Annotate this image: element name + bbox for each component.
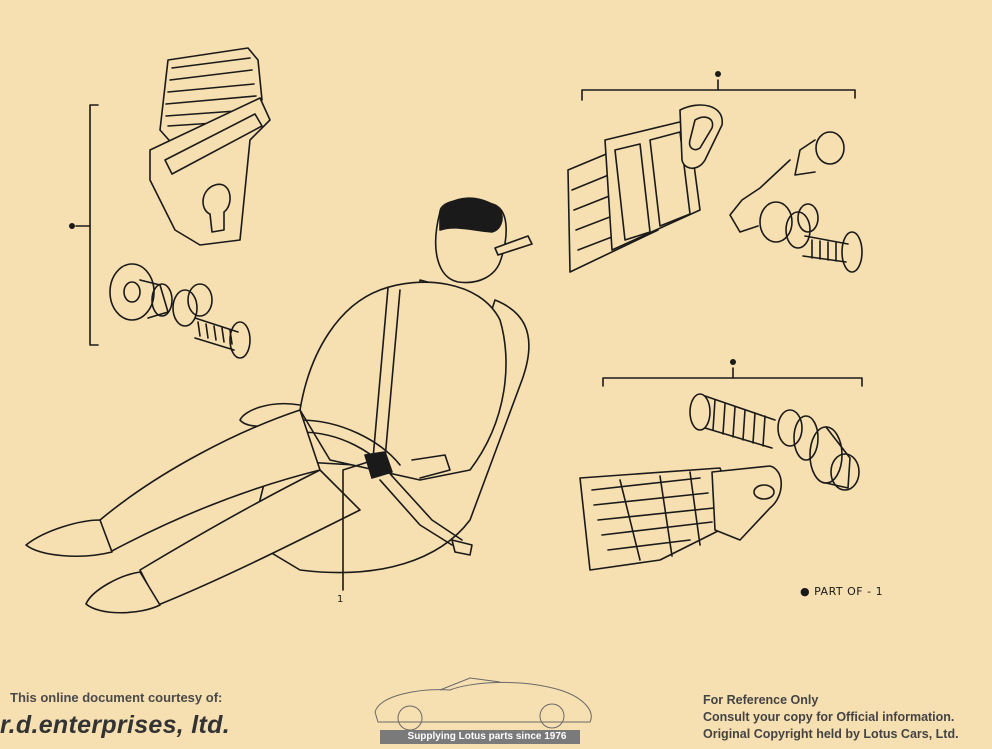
notice-line-2: Consult your copy for Official informati… bbox=[703, 710, 955, 724]
bullet-mark-bottom-right bbox=[730, 359, 736, 365]
footer-courtesy: This online document courtesy of: r.d.en… bbox=[0, 690, 300, 740]
part-of-legend: ● PART OF - 1 bbox=[800, 585, 883, 598]
footer-logo: Supplying Lotus parts since 1976 bbox=[366, 678, 596, 744]
company-name: r.d.enterprises, ltd. bbox=[0, 711, 230, 739]
top-left-bolt-assembly bbox=[109, 263, 251, 359]
seated-figure bbox=[25, 197, 533, 614]
bullet-mark-top-right bbox=[715, 71, 721, 77]
bottom-right-bolt-assembly bbox=[689, 393, 860, 491]
bullet-mark-left bbox=[69, 223, 75, 229]
bottom-right-bracket-line bbox=[602, 367, 863, 387]
tagline-text: Supplying Lotus parts since 1976 bbox=[407, 731, 567, 742]
legend-bullet: ● bbox=[800, 585, 811, 598]
footer-notice: For Reference Only Consult your copy for… bbox=[703, 692, 992, 743]
top-left-strap-bracket bbox=[149, 47, 271, 246]
top-left-bracket-line bbox=[75, 104, 99, 346]
top-right-bolt-assembly bbox=[729, 131, 863, 273]
tagline-bar bbox=[380, 730, 580, 744]
notice-line-3: Original Copyright held by Lotus Cars, L… bbox=[703, 727, 959, 741]
top-right-bracket-line bbox=[581, 79, 856, 101]
legend-text: PART OF - 1 bbox=[814, 585, 884, 598]
courtesy-text: This online document courtesy of: bbox=[10, 690, 223, 705]
bottom-right-strap-end bbox=[579, 465, 783, 571]
top-right-strap-adjuster bbox=[567, 104, 723, 273]
notice-line-1: For Reference Only bbox=[703, 693, 819, 707]
callout-leader-line bbox=[342, 461, 369, 591]
callout-number-1: 1 bbox=[337, 594, 344, 605]
